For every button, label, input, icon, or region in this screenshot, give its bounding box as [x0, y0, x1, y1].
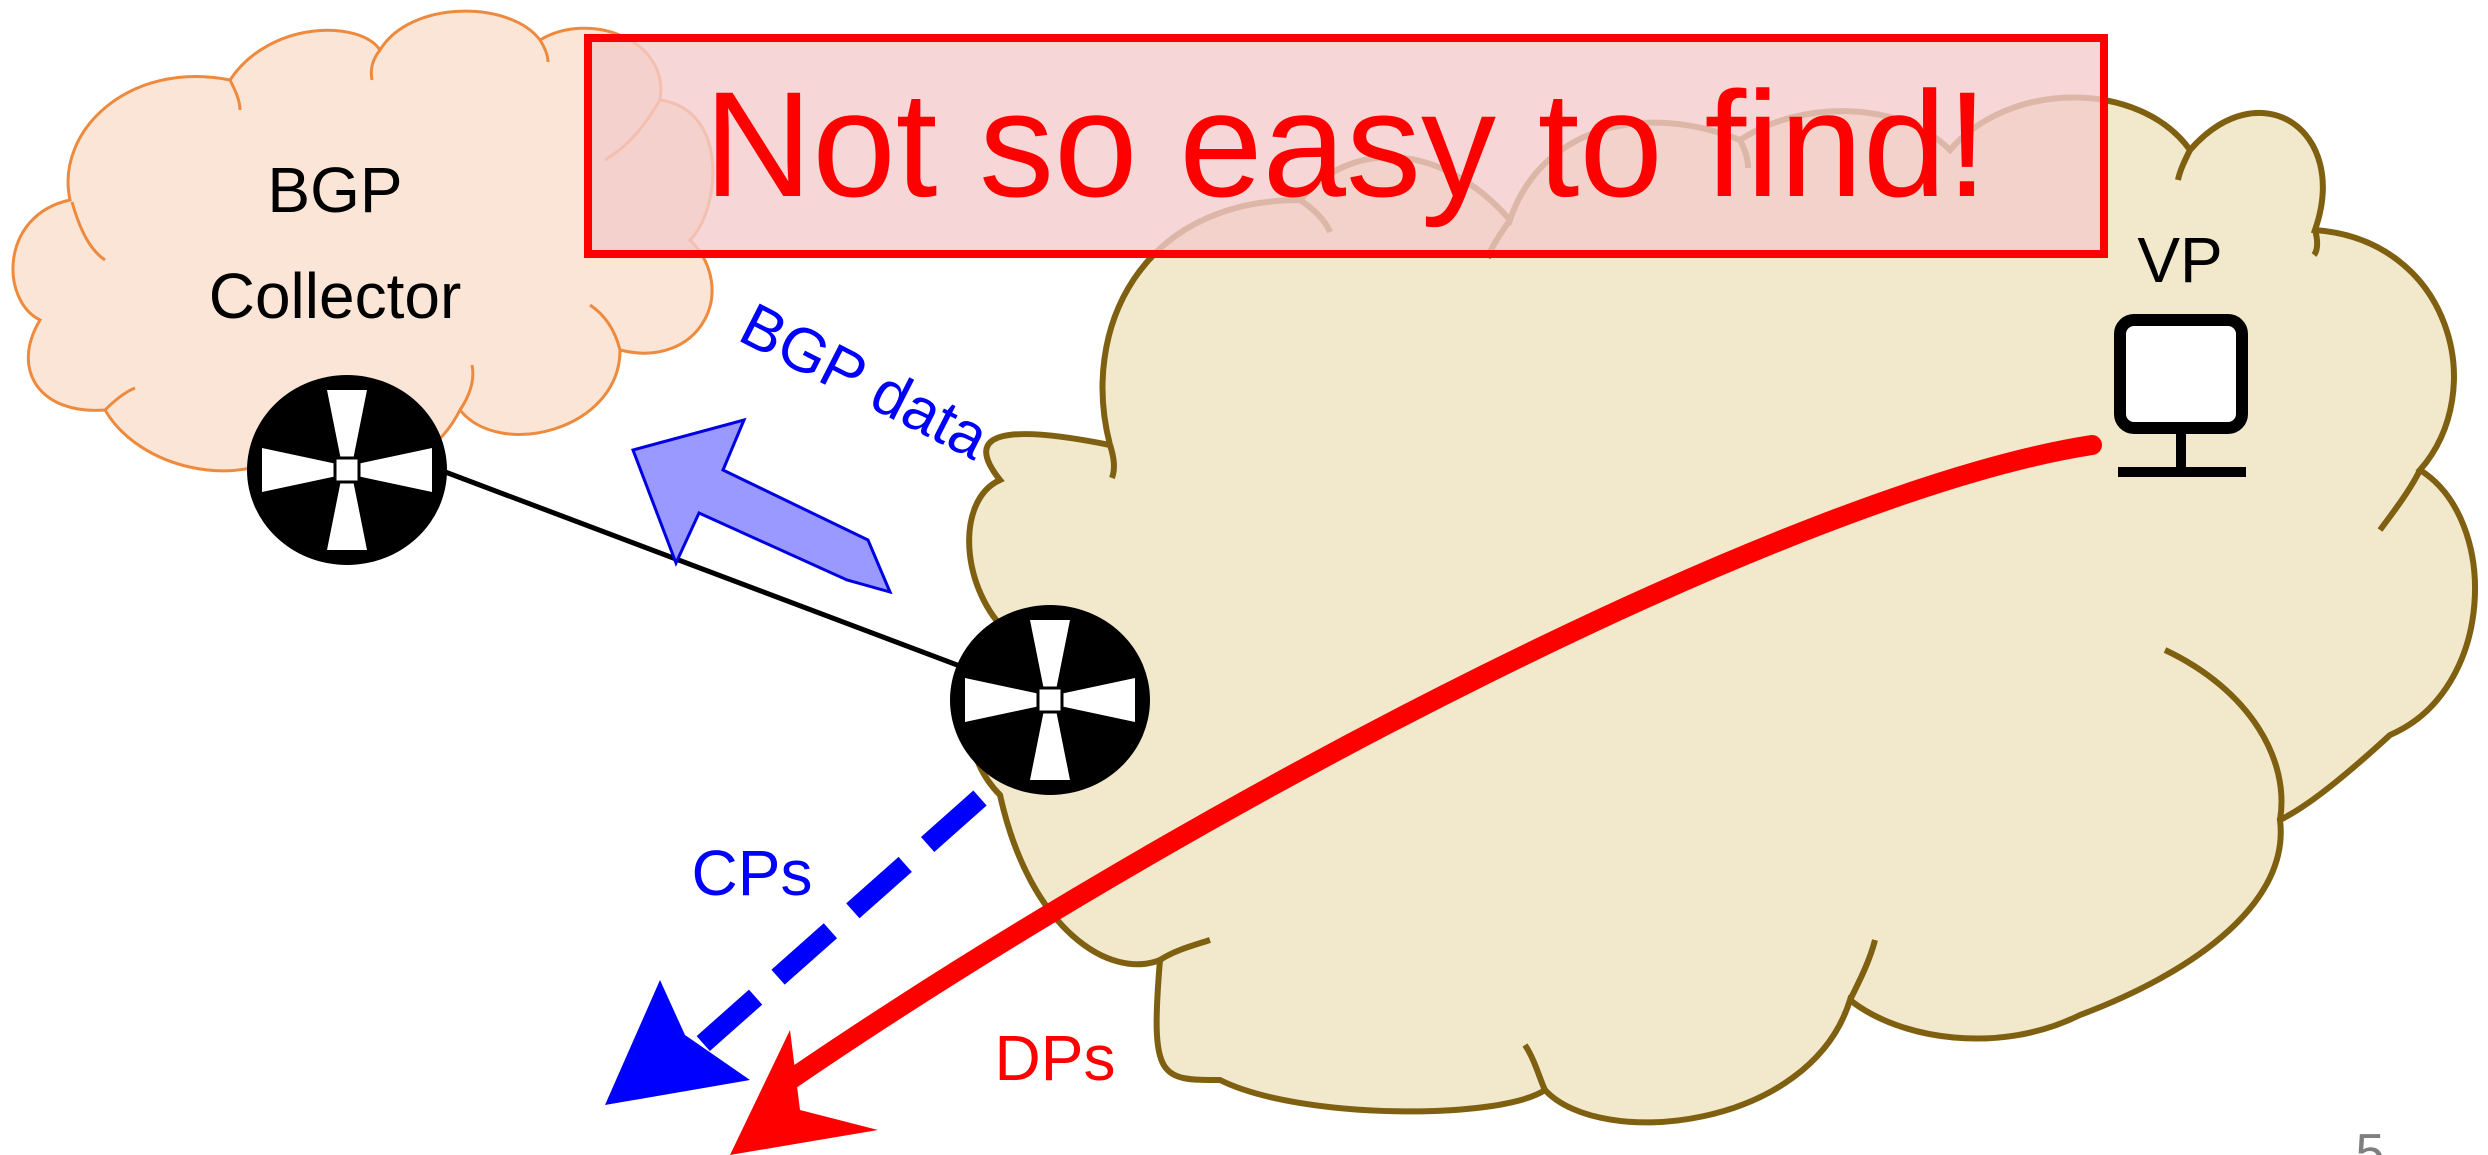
cp-arrow: CPs [605, 790, 987, 1105]
dp-arrow-shaft [780, 435, 2102, 1090]
computer-icon [2114, 314, 2248, 477]
cp-label: CPs [692, 837, 813, 909]
vp-label: VP [2137, 224, 2222, 296]
collector-cloud-inner-arcs [70, 39, 662, 412]
bgp-data-arrow-shape [631, 417, 893, 595]
dp-arrow: DPs [730, 435, 2102, 1155]
collector-label-line2: Collector [209, 260, 462, 332]
cp-arrow-head [605, 980, 750, 1105]
network-router-icon [950, 605, 1150, 795]
collector-label-line1: BGP [267, 154, 402, 226]
collector-cloud: BGP Collector [11, 9, 715, 474]
dp-label: DPs [995, 1022, 1116, 1094]
collector-router-icon [247, 375, 447, 565]
dp-arrow-head [730, 1030, 878, 1155]
slide-number: 5 [2356, 1124, 2385, 1155]
network-cloud-shape [966, 94, 2478, 1126]
callout-box: Not so easy to find! [584, 34, 2108, 258]
peering-link [439, 467, 1051, 703]
bgp-data-label: BGP data [729, 290, 999, 473]
callout-box-frame [584, 34, 2108, 258]
callout-text: Not so easy to find! [704, 60, 1988, 228]
cp-arrow-shaft [689, 790, 987, 1058]
